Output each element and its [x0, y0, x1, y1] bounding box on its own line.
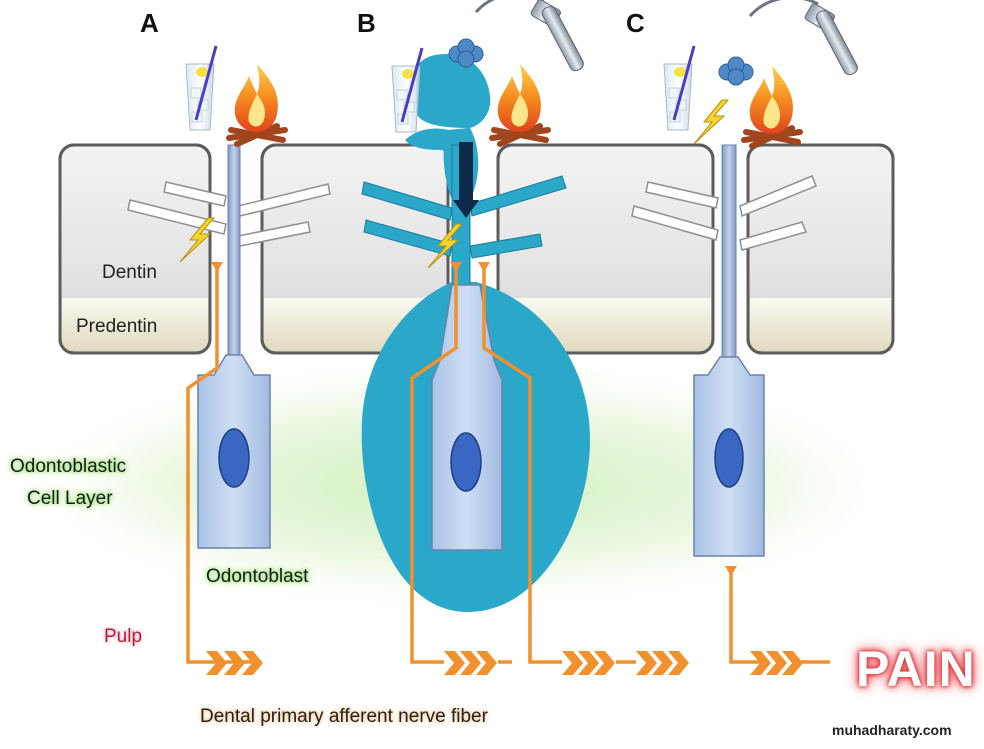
cell-layer-label-line2: Cell Layer — [27, 488, 113, 509]
flow-arrow-head — [453, 200, 479, 218]
panel-label-a: A — [140, 8, 159, 38]
nerve-fiber-a — [186, 262, 256, 664]
predentin-band-1 — [62, 298, 208, 351]
panel-label-c: C — [626, 8, 645, 38]
flow-arrow-shaft — [459, 142, 473, 204]
nucleus-a — [218, 428, 250, 488]
odontoblast-label: Odontoblast — [206, 566, 309, 587]
lightning-icon — [693, 99, 729, 145]
pulp-label: Pulp — [104, 626, 143, 647]
campfire-icon — [744, 66, 800, 146]
cell-layer-label-line1: Odontoblastic — [10, 456, 127, 477]
campfire-icon — [492, 64, 548, 144]
glass-cold-drink-icon — [184, 44, 218, 132]
lateral-branches-c — [631, 175, 817, 251]
nucleus-b — [450, 432, 482, 492]
nerve-fiber-b-left — [410, 262, 458, 664]
pain-label: PAIN — [856, 641, 976, 697]
campfire-icon — [229, 64, 285, 144]
panel-c — [631, 0, 861, 675]
dentin-label: Dentin — [102, 262, 157, 283]
watermark: muhadharaty.com — [832, 722, 952, 738]
tubule-a — [227, 144, 241, 356]
impulse-chevron — [444, 651, 465, 675]
panel-a — [127, 44, 331, 675]
impulse-chevron — [562, 651, 583, 675]
glass-cold-drink-icon — [390, 46, 424, 134]
predentin-label: Predentin — [76, 316, 158, 337]
tubule-c — [721, 144, 737, 358]
nerve-fiber-c — [729, 572, 760, 664]
air-syringe-icon — [474, 0, 587, 75]
nerve-fiber-label: Dental primary afferent nerve fiber — [200, 706, 488, 727]
impulse-chevron — [636, 651, 657, 675]
lateral-branches-b — [361, 175, 567, 259]
nerve-fiber-b-right — [482, 262, 562, 664]
predentin-band-4 — [750, 298, 891, 351]
air-puff-icon — [718, 56, 754, 86]
panel-b — [361, 0, 689, 675]
panel-label-b: B — [357, 8, 376, 38]
nucleus-c — [714, 428, 744, 488]
air-syringe-icon — [748, 0, 861, 79]
lateral-branches-a — [127, 181, 331, 247]
glass-cold-drink-icon — [662, 44, 696, 132]
